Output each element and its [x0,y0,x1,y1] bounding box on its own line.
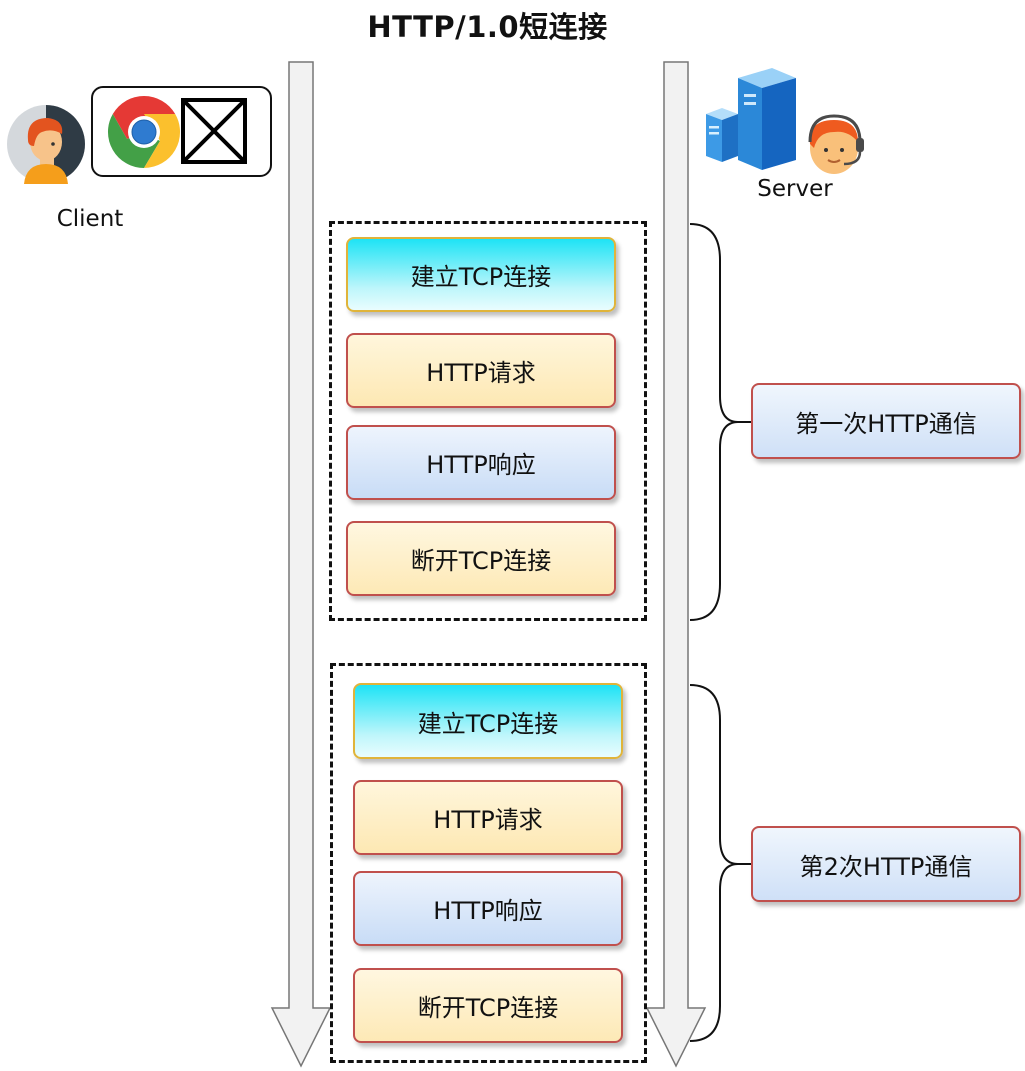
client-label: Client [56,206,124,232]
step-close-tcp: 断开TCP连接 [346,521,616,596]
client-timeline-arrow [270,61,332,1068]
headset-agent-icon [804,112,866,178]
client-avatar-icon [6,104,86,184]
client-browser-box [91,86,272,177]
chrome-browser-icon [106,94,182,170]
connection-group-1 [329,221,647,621]
communication-label-2: 第2次HTTP通信 [751,826,1021,902]
step-establish-tcp: 建立TCP连接 [346,237,616,312]
server-timeline-arrow [645,61,707,1068]
step-close-tcp: 断开TCP连接 [353,968,623,1043]
server-label: Server [757,176,833,202]
step-http-request: HTTP请求 [346,333,616,408]
step-http-response: HTTP响应 [346,425,616,500]
step-establish-tcp: 建立TCP连接 [353,683,623,759]
brace-group-2 [689,684,739,1042]
diagram-title: HTTP/1.0短连接 [367,10,608,44]
server-tower-icon [704,64,800,172]
connection-group-2 [330,663,647,1063]
step-http-request: HTTP请求 [353,780,623,855]
x-box-icon [181,98,247,164]
step-http-response: HTTP响应 [353,871,623,946]
brace-group-1 [689,223,739,621]
communication-label-1: 第一次HTTP通信 [751,383,1021,459]
